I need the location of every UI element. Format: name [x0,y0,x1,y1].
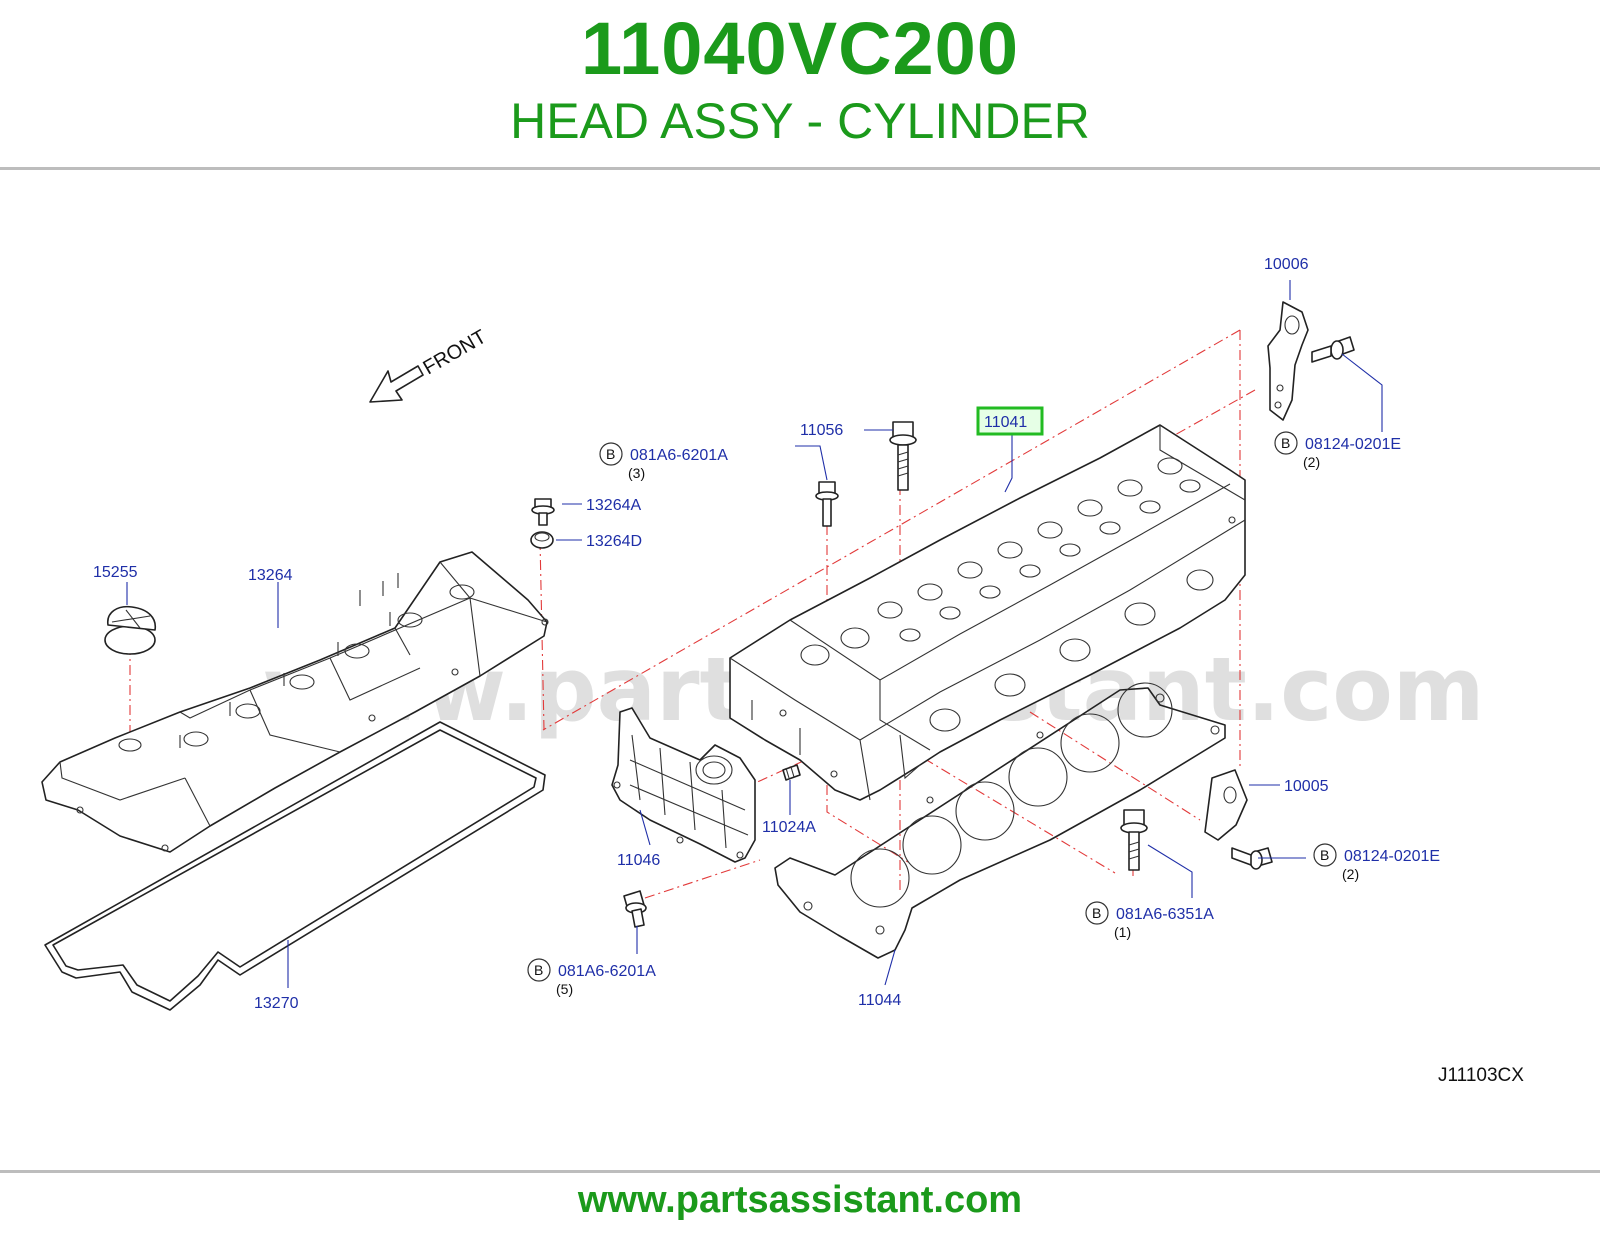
footer-divider [0,1170,1600,1173]
engine-hanger-10005 [1204,769,1248,841]
front-cover-11046 [611,707,756,863]
bolt-callout-4[interactable]: B 081A6-6351A (1) [1085,901,1214,940]
bolt-marker: B [1092,905,1101,921]
bolt-13264a [531,498,555,526]
bolt-label: 08124-0201E [1344,848,1440,865]
cylinder-head-11041 [729,424,1246,801]
bolt-qty: (3) [628,465,645,481]
bolt-label: 081A6-6201A [630,447,728,464]
bolt-08124-0201e-top [1311,336,1355,363]
callout-11056[interactable]: 11056 [800,422,843,439]
callout-10005[interactable]: 10005 [1284,778,1329,795]
callout-leaders [126,280,1383,988]
bolt-callout-1[interactable]: B 081A6-6201A (3) [599,442,728,481]
valve-cover-13264 [41,551,549,853]
callout-10006[interactable]: 10006 [1264,256,1309,273]
bolt-08124-0201e-bottom [1231,847,1273,870]
part-number-title: 11040VC200 [581,7,1019,90]
head-gasket-11044 [774,682,1226,959]
bolt-081a6-6201a-bottom [623,890,647,928]
callout-11041[interactable]: 11041 [984,414,1027,431]
bolt-qty: (1) [1114,924,1131,940]
callout-labels: 10006 11041 11056 13264A 13264D 15255 13… [93,256,1329,1012]
bolt-callout-5[interactable]: B 081A6-6201A (5) [527,958,656,997]
bolt-label: 081A6-6351A [1116,906,1214,923]
front-direction-arrow: FRONT [369,326,491,403]
part-description-title: HEAD ASSY - CYLINDER [510,93,1090,149]
bolt-label: 081A6-6201A [558,963,656,980]
bolt-marker: B [1320,847,1329,863]
callout-11046[interactable]: 11046 [617,852,660,869]
bolt-qty: (5) [556,981,573,997]
callout-11044[interactable]: 11044 [858,992,901,1009]
callout-15255[interactable]: 15255 [93,564,138,581]
bolt-label: 08124-0201E [1305,436,1401,453]
page-header: 11040VC200 HEAD ASSY - CYLINDER [0,0,1600,168]
bolt-qty: (2) [1342,866,1359,882]
callout-13270[interactable]: 13270 [254,995,299,1012]
front-label: FRONT [420,326,491,379]
bolt-qty: (2) [1303,454,1320,470]
exploded-parts-diagram: www.partsassistant.com FRONT [41,256,1524,1086]
engine-hanger-10006 [1267,301,1309,421]
head-bolt-11056 [889,421,917,491]
bolt-081a6-6351a [1120,809,1148,871]
bolt-callout-3[interactable]: B 08124-0201E (2) [1313,843,1440,882]
bolt-081a6-6201a-top [815,481,839,527]
callout-13264[interactable]: 13264 [248,567,293,584]
callout-13264a[interactable]: 13264A [586,497,641,514]
bolt-marker: B [606,446,615,462]
diagram-code: J11103CX [1438,1065,1524,1086]
footer-site-link[interactable]: www.partsassistant.com [577,1179,1023,1221]
valve-cover-gasket-13270 [44,721,546,1011]
oil-filler-cap-15255 [104,605,157,655]
highlight-box-11041[interactable] [976,406,1044,436]
header-divider [0,167,1600,170]
grommet-13264d [530,531,554,549]
stud-11024a [782,764,801,781]
bolt-callout-2[interactable]: B 08124-0201E (2) [1274,431,1401,470]
callout-13264d[interactable]: 13264D [586,533,642,550]
bolt-marker: B [1281,435,1290,451]
bolt-marker: B [534,962,543,978]
callout-11024a[interactable]: 11024A [762,819,816,836]
